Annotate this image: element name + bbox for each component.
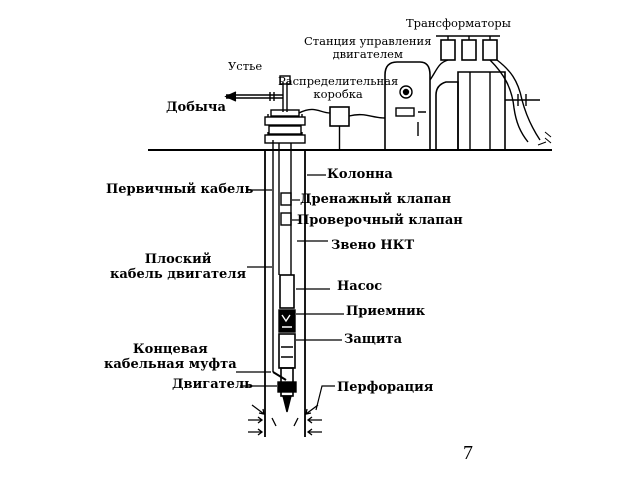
production-arrow [224, 91, 237, 102]
label-pump: Насос [337, 279, 383, 294]
pump-string [277, 274, 297, 413]
label-cable-end-coupling: Концевая кабельная муфта [104, 342, 237, 372]
label-motor: Двигатель [172, 377, 253, 392]
cable-end-coupling [272, 371, 287, 381]
label-flat-cable: Плоский кабель двигателя [110, 252, 247, 282]
casing [264, 150, 306, 437]
label-drain-valve: Дренажный клапан [300, 192, 452, 207]
label-junction-box: Распределительная коробка [278, 74, 399, 102]
wellhead-assembly [264, 75, 306, 144]
label-control-station: Станция управления двигателем [304, 34, 432, 62]
label-check-valve: Проверочный клапан [297, 213, 463, 228]
junction-box [298, 106, 386, 150]
label-intake: Приемник [346, 304, 426, 319]
leader-lines [236, 174, 344, 411]
label-protector: Защита [344, 332, 402, 347]
perforation-arrows [248, 404, 322, 436]
page-number: 7 [463, 442, 473, 464]
transformers [429, 35, 541, 150]
label-wellhead: Устье [228, 59, 263, 73]
tubing [278, 143, 292, 275]
ground-hatching [537, 131, 552, 146]
production-flowline [224, 91, 283, 102]
label-tubing-joint: Звено НКТ [331, 238, 415, 253]
control-station [384, 61, 431, 150]
label-production: Добыча [166, 100, 226, 115]
label-casing: Колонна [327, 167, 393, 182]
label-perforation: Перфорация [337, 380, 434, 395]
label-transformers: Трансформаторы [406, 16, 511, 30]
label-primary-cable: Первичный кабель [106, 182, 254, 197]
